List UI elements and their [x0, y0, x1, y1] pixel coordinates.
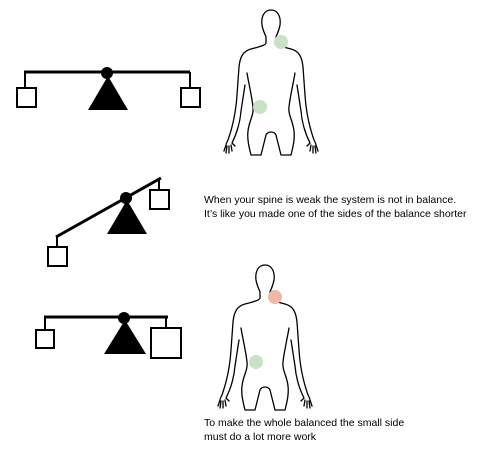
pivot	[120, 192, 132, 204]
lower-back-spot	[253, 100, 267, 114]
fulcrum	[107, 200, 147, 234]
caption-work-line-2: must do a lot more work	[204, 431, 317, 443]
right-weight	[149, 189, 170, 210]
beam	[55, 176, 162, 239]
caption-extra-work: To make the whole balanced the small sid…	[204, 416, 404, 444]
caption-weak-spine: When your spine is weak the system is no…	[204, 193, 466, 221]
pivot	[118, 312, 130, 324]
caption-weak-line-1: When your spine is weak the system is no…	[204, 194, 457, 206]
fulcrum	[88, 76, 128, 110]
body-figure-strained	[217, 264, 313, 411]
left-weight	[16, 87, 37, 108]
balance-scale-balanced	[16, 67, 201, 110]
lower-back-spot	[249, 355, 263, 369]
caption-work-line-1: To make the whole balanced the small sid…	[204, 417, 405, 429]
neck-spot	[274, 35, 288, 49]
left-weight	[47, 246, 68, 267]
fulcrum	[104, 320, 146, 354]
balance-scale-tilted	[47, 176, 170, 267]
left-weight	[35, 329, 55, 349]
neck-spot-strained	[268, 290, 282, 304]
pivot	[101, 67, 113, 79]
right-weight	[180, 87, 201, 108]
caption-weak-line-2: It’s like you made one of the sides of t…	[204, 208, 467, 220]
right-weight-large	[150, 327, 182, 359]
balance-scale-compensating	[35, 312, 182, 359]
body-figure-healthy	[223, 9, 319, 156]
